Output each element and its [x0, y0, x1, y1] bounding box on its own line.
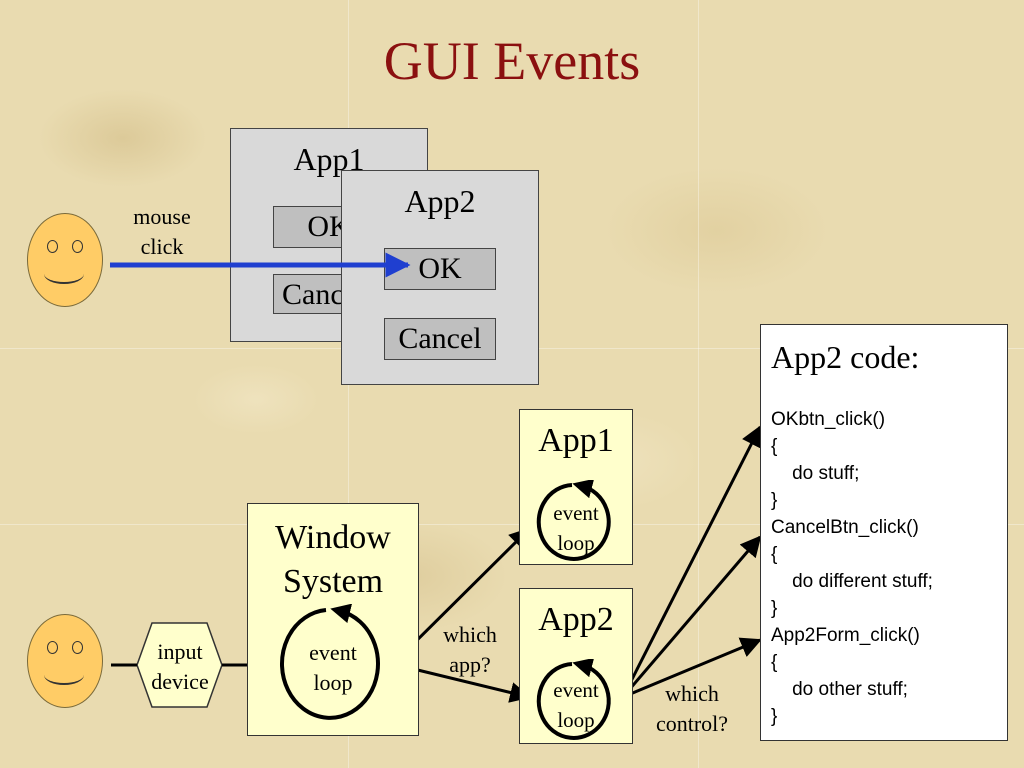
- app2-code-panel: App2 code: OKbtn_click() { do stuff; } C…: [760, 324, 1008, 741]
- code-line: {: [771, 652, 778, 673]
- app2-loop-icon: [536, 659, 611, 740]
- app2-window: App2 OK Cancel: [341, 170, 539, 385]
- code-line: CancelBtn_click(): [771, 517, 919, 538]
- to-cancelbtn-arrow: [621, 535, 762, 698]
- code-line: App2Form_click(): [771, 625, 920, 646]
- to-okbtn-arrow: [621, 425, 762, 698]
- code-line: }: [771, 490, 778, 511]
- code-line: {: [771, 436, 778, 457]
- app1-loop-icon: [536, 480, 611, 561]
- user-face-icon: [27, 614, 103, 708]
- app2-cancel-button[interactable]: Cancel: [384, 318, 496, 360]
- code-line: do other stuff;: [771, 679, 908, 700]
- background-seam: [0, 524, 1024, 525]
- background-seam: [698, 0, 699, 768]
- slide-title: GUI Events: [383, 31, 641, 91]
- app1-event-box: App1 event loop: [519, 409, 633, 565]
- code-line: }: [771, 706, 778, 727]
- app1-loop-label: event loop: [553, 501, 599, 555]
- app2-event-box: App2 event loop: [519, 588, 633, 744]
- window-system-box: Window System event loop: [247, 503, 419, 736]
- window-system-loop-icon: [280, 604, 380, 720]
- code-panel-title: App2 code:: [771, 339, 920, 375]
- code-line: {: [771, 544, 778, 565]
- mouse-click-label: mouse click: [133, 204, 191, 259]
- code-line: do different stuff;: [771, 571, 933, 592]
- window-system-title: Window System: [275, 519, 391, 600]
- user-face-icon: [27, 213, 103, 307]
- input-device-label: input device: [151, 639, 209, 694]
- app2-box-title: App2: [538, 601, 614, 638]
- code-line: do stuff;: [771, 463, 860, 484]
- app1-box-title: App1: [538, 422, 614, 459]
- which-app-label: which app?: [443, 622, 497, 677]
- code-line: }: [771, 598, 778, 619]
- window-system-loop-label: event loop: [309, 640, 357, 695]
- app2-loop-label: event loop: [553, 678, 599, 732]
- which-control-label: which control?: [655, 681, 729, 736]
- app2-window-title: App2: [404, 183, 476, 219]
- code-line: OKbtn_click(): [771, 409, 886, 430]
- to-form-arrow: [622, 637, 762, 699]
